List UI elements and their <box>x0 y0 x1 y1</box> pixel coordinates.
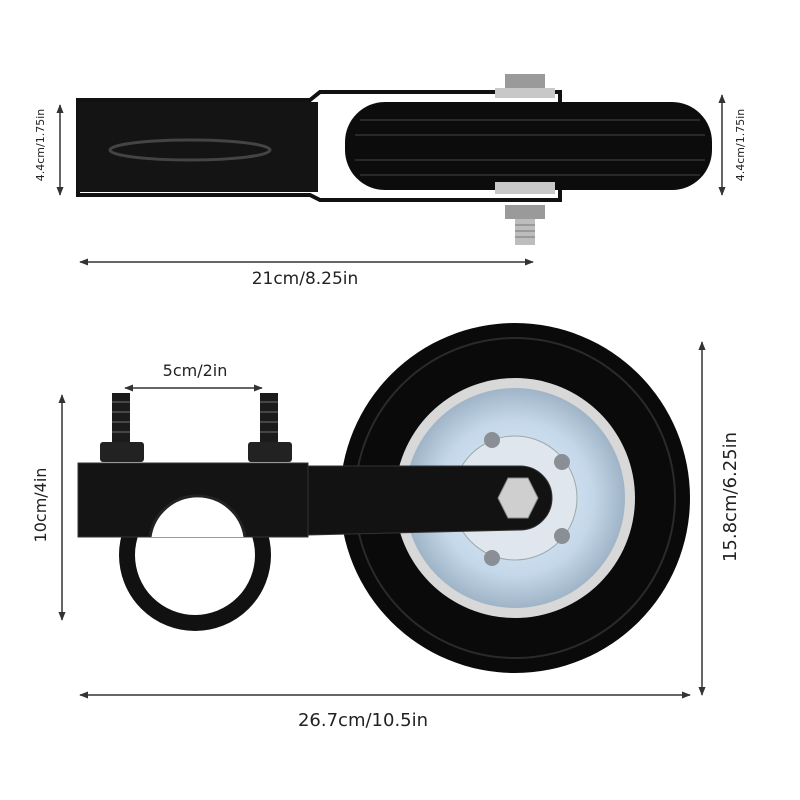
top-height-right-label: 4.4cm/1.75in <box>734 109 747 182</box>
top-view: 4.4cm/1.75in 4.4cm/1.75in 21cm/8.25in <box>34 74 747 289</box>
nut-left <box>100 442 144 462</box>
clamp-bolt-left <box>112 393 130 443</box>
arm <box>307 465 553 536</box>
washer-top <box>495 88 555 98</box>
bolt-thread <box>515 219 535 245</box>
clamp-width-label: 5cm/2in <box>163 361 228 380</box>
nut-bottom <box>505 205 545 219</box>
washer-bottom <box>495 182 555 194</box>
clamp-height-label: 10cm/4in <box>31 468 50 543</box>
nut-top <box>505 74 545 88</box>
bracket-slot <box>108 138 272 162</box>
bracket-outline <box>76 90 562 202</box>
top-height-left-label: 4.4cm/1.75in <box>34 109 47 182</box>
hub-rivets <box>484 432 570 566</box>
top-length-label: 21cm/8.25in <box>252 269 359 289</box>
side-view: 5cm/2in 10cm/4in 15.8cm/6.25in 26.7cm/10… <box>31 323 741 731</box>
wheel-diameter-label: 15.8cm/6.25in <box>720 432 741 562</box>
total-length-label: 26.7cm/10.5in <box>298 710 428 731</box>
clamp-opening <box>148 494 247 538</box>
clamp-bolt-threads <box>112 401 278 433</box>
bolt-thread-lines <box>515 224 535 238</box>
tire-tread-lines <box>355 119 705 176</box>
clamp-bolt-right <box>260 393 278 443</box>
wheel-side <box>345 102 712 190</box>
axle-nut <box>497 477 539 519</box>
nut-right <box>248 442 292 462</box>
